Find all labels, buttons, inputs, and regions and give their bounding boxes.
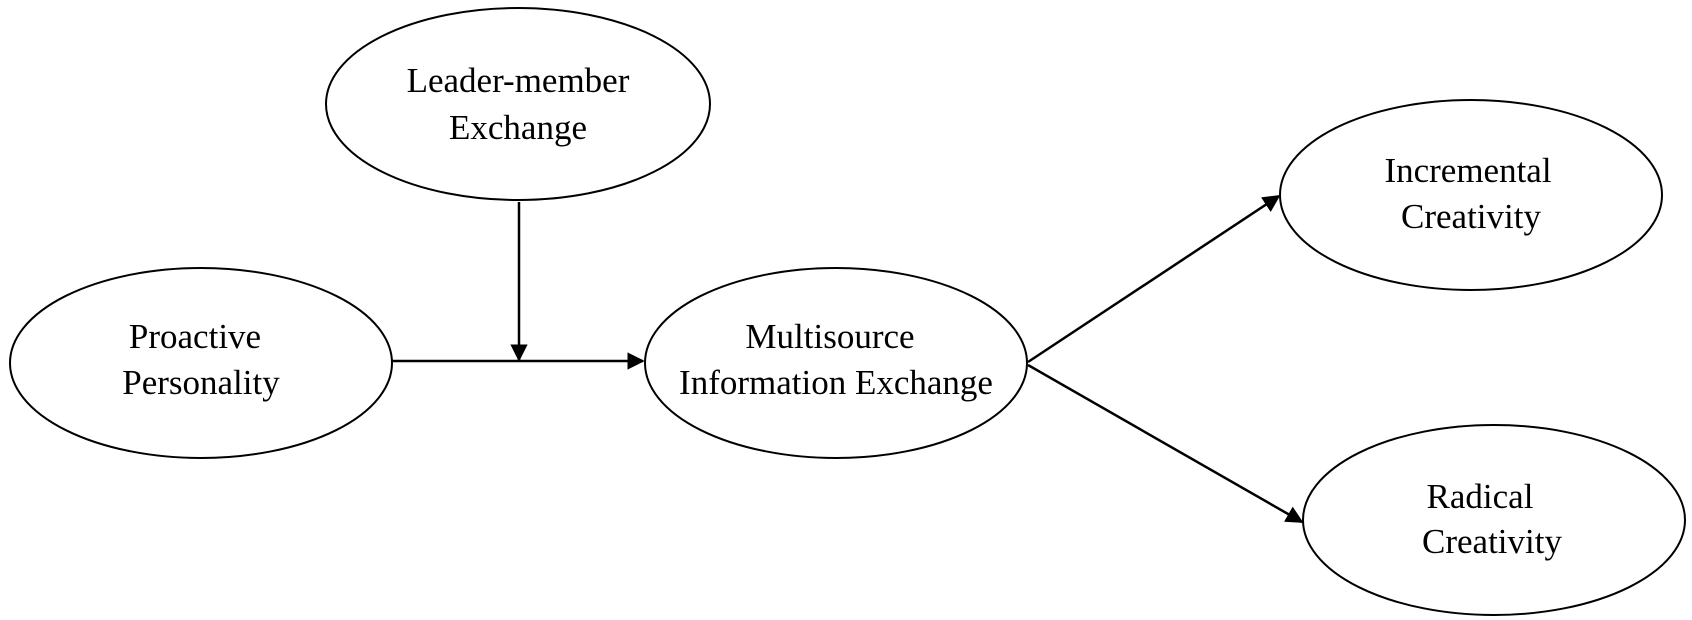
- node-leader-member-exchange-line1: Leader-member: [407, 61, 630, 100]
- edges: [392, 194, 1304, 524]
- node-incremental-creativity: Incremental Creativity: [1279, 99, 1663, 291]
- node-incremental-creativity-ellipse: [1279, 99, 1663, 291]
- node-leader-member-exchange-line2: Exchange: [449, 108, 587, 147]
- node-incremental-creativity-line2: Creativity: [1401, 197, 1541, 236]
- node-radical-creativity-ellipse: [1302, 424, 1686, 616]
- node-proactive-personality-line1: Proactive: [129, 317, 261, 356]
- node-incremental-creativity-line1: Incremental: [1384, 151, 1551, 190]
- node-multisource-information-exchange: Multisource Information Exchange: [644, 267, 1028, 459]
- node-radical-creativity-line1: Radical: [1427, 477, 1534, 516]
- node-leader-member-exchange-ellipse: [325, 7, 711, 201]
- node-leader-member-exchange: Leader-member Exchange: [325, 7, 711, 201]
- node-multisource-information-exchange-ellipse: [644, 267, 1028, 459]
- node-radical-creativity: Radical Creativity: [1302, 424, 1686, 616]
- node-proactive-personality: Proactive Personality: [9, 267, 393, 459]
- node-multisource-information-exchange-line1: Multisource: [745, 317, 914, 356]
- edge-multisource-to-radical: [1027, 363, 1304, 524]
- node-radical-creativity-line2: Creativity: [1422, 522, 1562, 561]
- node-multisource-information-exchange-line2: Information Exchange: [679, 363, 993, 402]
- edge-multisource-to-incremental: [1027, 194, 1281, 364]
- node-proactive-personality-line2: Personality: [122, 363, 280, 402]
- node-proactive-personality-ellipse: [9, 267, 393, 459]
